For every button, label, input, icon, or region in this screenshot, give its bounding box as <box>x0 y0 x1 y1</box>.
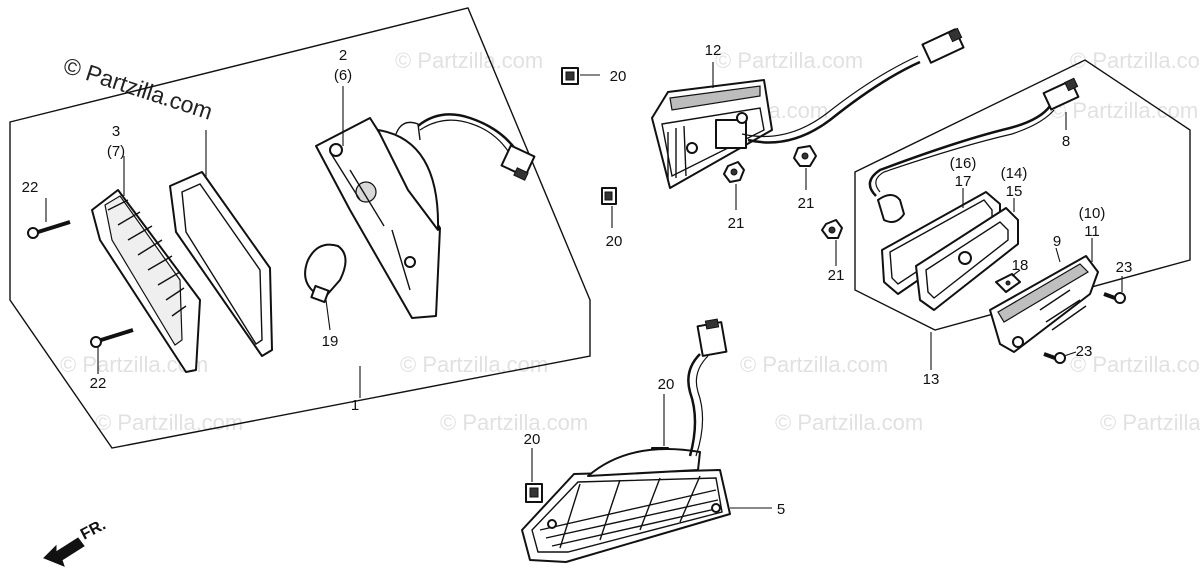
assembly-frame-13 <box>854 59 1191 331</box>
callout-20-mid: 20 <box>606 233 623 250</box>
callout-16: (16) <box>950 155 977 172</box>
watermark: © Partzilla.com <box>1070 352 1200 377</box>
leader-lines <box>45 62 1123 509</box>
reflector-lens <box>91 189 201 373</box>
callout-7: (7) <box>107 143 125 160</box>
callout-19: 19 <box>322 333 339 350</box>
watermark: © Partzilla.com <box>400 352 548 377</box>
callout-20-lower: 20 <box>658 376 675 393</box>
watermark-main: © Partzilla.com <box>60 52 215 125</box>
nut-21-lower <box>821 219 843 239</box>
nut-21-right <box>793 145 817 167</box>
callout-5: 5 <box>777 501 785 518</box>
callout-8: 8 <box>1062 133 1070 150</box>
watermark: © Partzilla.com <box>775 410 923 435</box>
arrow-front-icon <box>43 537 85 567</box>
callout-20-bottom: 20 <box>524 431 541 448</box>
watermark: © Partzilla.com <box>740 352 888 377</box>
callout-20-top: 20 <box>610 68 627 85</box>
callout-12: 12 <box>705 42 722 59</box>
callout-21-right: 21 <box>798 195 815 212</box>
watermark: © Partzilla.com <box>715 48 863 73</box>
screw-22-lower <box>90 328 134 348</box>
clip-20-mid <box>601 187 617 205</box>
callout-3: 3 <box>112 123 120 140</box>
callout-21-left: 21 <box>728 215 745 232</box>
screw-23-lower <box>1043 352 1066 364</box>
clip-20-top <box>561 67 579 85</box>
watermark: © Partzilla.com <box>95 410 243 435</box>
watermark-layer: © Partzilla.com © Partzilla.com © Partzi… <box>60 48 1200 435</box>
screw-23-upper <box>1103 292 1126 304</box>
callout-6: (6) <box>334 67 352 84</box>
callout-21-lower: 21 <box>828 267 845 284</box>
screw-22-upper <box>27 220 71 239</box>
callout-17: 17 <box>955 173 972 190</box>
side-marker-lens <box>989 255 1099 353</box>
assembly-frame-1 <box>9 7 591 449</box>
watermark: © Partzilla.com <box>395 48 543 73</box>
callout-14: (14) <box>1001 165 1028 182</box>
watermark: © Partzilla.com <box>1070 48 1200 73</box>
callout-23-lower: 23 <box>1076 343 1093 360</box>
callout-18: 18 <box>1012 257 1029 274</box>
marker-socket-harness <box>868 77 1080 223</box>
callout-2: 2 <box>339 47 347 64</box>
callout-15: 15 <box>1006 183 1023 200</box>
rear-lamp-harness <box>741 27 965 144</box>
callout-23-upper: 23 <box>1116 259 1133 276</box>
bulb <box>304 243 347 304</box>
rear-lamp <box>651 79 773 189</box>
callout-22-lower: 22 <box>90 375 107 392</box>
callout-13: 13 <box>923 371 940 388</box>
callout-11: 11 <box>1084 223 1100 240</box>
clip-20-bottom <box>525 483 543 503</box>
watermark: © Partzilla.com <box>1050 98 1198 123</box>
front-direction-label: FR. <box>78 516 109 543</box>
front-lamp <box>521 448 731 563</box>
front-lamp-harness <box>687 318 728 457</box>
callout-1: 1 <box>351 397 359 414</box>
bracket-18 <box>995 273 1021 293</box>
callout-labels: 1 2 (6) 3 (7) 5 8 9 (10) 11 12 13 (14) 1… <box>22 42 1133 518</box>
callout-10: (10) <box>1079 205 1106 222</box>
side-marker-base <box>915 207 1019 311</box>
lens-gasket <box>169 171 273 357</box>
nut-21-left <box>723 161 745 183</box>
lamp-housing <box>315 117 441 319</box>
watermark: © Partzilla.com <box>1100 410 1200 435</box>
callout-22-upper: 22 <box>22 179 39 196</box>
watermark: © Partzilla.com <box>440 410 588 435</box>
callout-9: 9 <box>1053 233 1061 250</box>
lamp-harness <box>417 113 536 181</box>
